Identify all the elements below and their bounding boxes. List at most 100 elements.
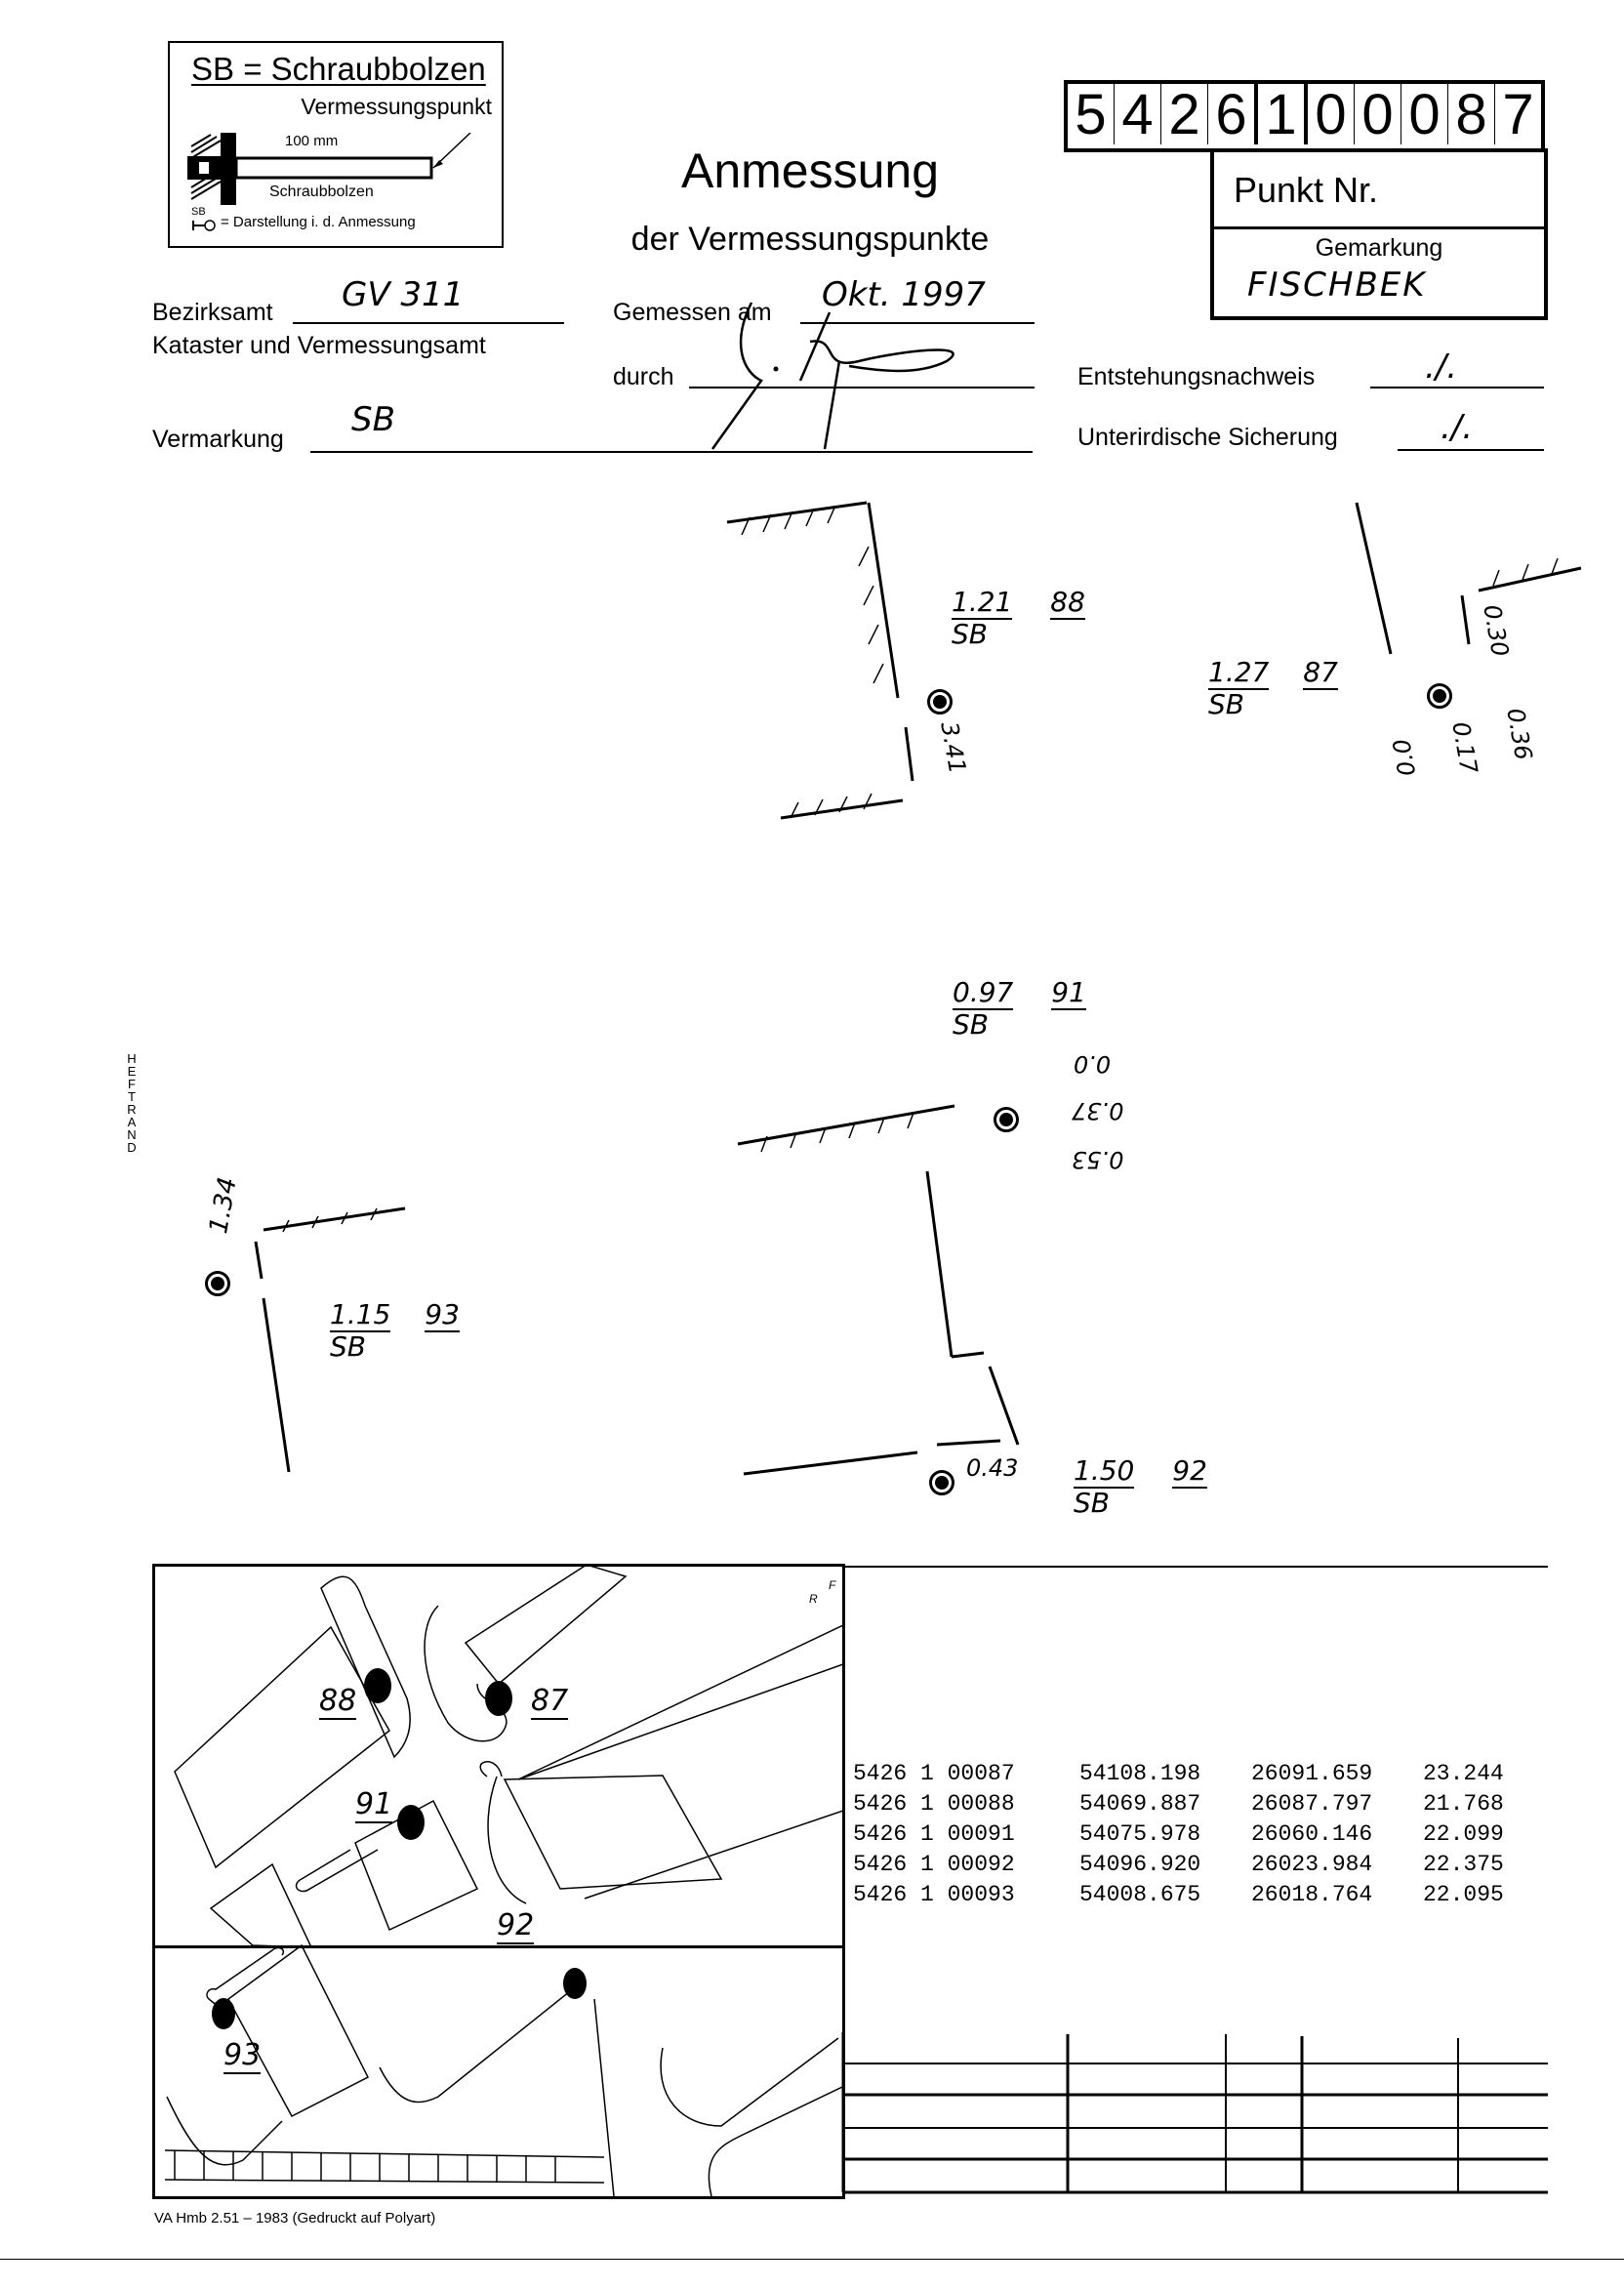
coordinate-row: 5426 1 00091 54075.978 26060.146 22.099 (853, 1819, 1530, 1850)
map-drawing (174, 1567, 842, 1945)
sketch-88-point: 88 (1050, 586, 1085, 620)
coord-x: 54108.198 (1079, 1761, 1201, 1786)
coord-y: 26023.984 (1251, 1852, 1373, 1877)
coord-x: 54069.887 (1079, 1791, 1201, 1817)
sicherung-line (1398, 449, 1544, 451)
punkt-digit: 0 (1401, 84, 1448, 146)
sketch-93-point: 93 (425, 1298, 460, 1332)
punkt-digit: 5 (1068, 84, 1115, 146)
coordinate-row: 5426 1 00087 54108.198 26091.659 23.244 (853, 1759, 1530, 1789)
coord-h: 21.768 (1423, 1791, 1504, 1817)
sketch-91-point: 91 (1051, 976, 1086, 1010)
sketch-87-type: SB (1208, 688, 1244, 720)
sketch-drawings (254, 501, 1582, 1476)
gemarkung-label: Gemarkung (1315, 234, 1443, 262)
durch-line (689, 387, 1035, 388)
sketch-92-distance: 0.43 (966, 1454, 1019, 1482)
entstehung-line (1370, 387, 1544, 388)
cadastral-map-lower: 93 (152, 1941, 845, 2199)
coord-y: 26087.797 (1251, 1791, 1373, 1817)
map-label-88: 88 (319, 1684, 357, 1720)
bolt-diagram-icon (187, 133, 471, 205)
coord-h: 22.375 (1423, 1852, 1504, 1877)
legend-bolt-label: Schraubbolzen (269, 184, 374, 200)
coord-id: 5426 1 00092 (853, 1852, 1015, 1877)
divider (1214, 226, 1544, 229)
vermarkung-label: Vermarkung (152, 426, 284, 453)
sketch-92-height: 1.50 (1074, 1454, 1135, 1489)
divider (845, 1566, 1548, 1568)
coord-x: 54008.675 (1079, 1882, 1201, 1907)
sketch-87-point: 87 (1303, 656, 1338, 690)
sb-marker-93 (205, 1271, 230, 1296)
coordinate-list: 5426 1 00087 54108.198 26091.659 23.244 … (853, 1759, 1530, 1910)
bezirksamt-label: Bezirksamt (152, 299, 273, 326)
map-label-92: 92 (497, 1908, 535, 1944)
sb-symbol-icon (192, 220, 216, 231)
legend-box: SB = Schraubbolzen Vermessungspunkt 100 … (168, 41, 504, 248)
legend-dimension: 100 mm (285, 133, 339, 149)
punkt-digit: 0 (1308, 84, 1355, 146)
vermarkung-line (310, 451, 1033, 453)
vermarkung-value: SB (351, 400, 395, 439)
punkt-digit: 6 (1208, 84, 1258, 146)
bezirksamt-value: GV 311 (342, 275, 465, 314)
coordinate-row: 5426 1 00088 54069.887 26087.797 21.768 (853, 1789, 1530, 1819)
punkt-digit: 8 (1448, 84, 1495, 146)
punkt-digit: 2 (1161, 84, 1208, 146)
map-corner-r: R (809, 1592, 818, 1606)
gemarkung-value: FISCHBEK (1247, 266, 1427, 305)
punkt-info-box: Punkt Nr. Gemarkung FISCHBEK (1210, 148, 1548, 320)
gemessen-value: Okt. 1997 (822, 275, 986, 314)
legend-symbol-abbr: SB (191, 206, 206, 218)
sketch-91-annotation: 0.97 91 SB (953, 976, 1086, 1041)
map-label-87: 87 (531, 1684, 569, 1720)
page-bottom-line (0, 2259, 1624, 2260)
sb-marker-88 (927, 689, 953, 715)
punkt-digit: 4 (1115, 84, 1161, 146)
entstehung-value: ./. (1425, 347, 1458, 387)
sicherung-label: Unterirdische Sicherung (1077, 424, 1338, 451)
coord-id: 5426 1 00088 (853, 1791, 1015, 1817)
sketch-88-height: 1.21 (952, 586, 1013, 620)
legend-symbol-meaning: = Darstellung i. d. Anmessung (221, 214, 416, 230)
coord-x: 54096.920 (1079, 1852, 1201, 1877)
bezirksamt-line (293, 322, 564, 324)
coord-h: 22.099 (1423, 1821, 1504, 1847)
coordinate-row: 5426 1 00092 54096.920 26023.984 22.375 (853, 1850, 1530, 1880)
form-footer: VA Hmb 2.51 – 1983 (Gedruckt auf Polyart… (154, 2210, 436, 2227)
sketch-87-annotation: 1.27 87 SB (1208, 656, 1338, 720)
punkt-digit: 0 (1355, 84, 1401, 146)
legend-subtitle: Vermessungspunkt (301, 94, 492, 119)
punkt-digit: 1 (1258, 84, 1308, 146)
sicherung-value: ./. (1441, 408, 1474, 447)
page-subtitle: der Vermessungspunkte (630, 221, 990, 258)
sketch-93-type: SB (330, 1330, 366, 1363)
coord-y: 26091.659 (1251, 1761, 1373, 1786)
map-label-93: 93 (223, 2038, 262, 2074)
sketch-91-height: 0.97 (953, 976, 1014, 1010)
signature-icon (710, 302, 954, 450)
coord-id: 5426 1 00091 (853, 1821, 1015, 1847)
map-drawing-lower (164, 1943, 842, 2196)
sketch-93-annotation: 1.15 93 SB (330, 1298, 460, 1363)
coord-x: 54075.978 (1079, 1821, 1201, 1847)
punkt-digit: 7 (1502, 83, 1534, 146)
coord-id: 5426 1 00093 (853, 1882, 1015, 1907)
sketch-87-height: 1.27 (1208, 656, 1270, 690)
page-title: Anmessung (680, 143, 940, 198)
legend-title: SB = Schraubbolzen (191, 51, 486, 87)
sb-marker-91 (994, 1107, 1019, 1132)
map-corner-f: F (829, 1578, 836, 1592)
sketch-88-type: SB (952, 618, 988, 650)
sketch-91-type: SB (953, 1008, 989, 1041)
sketch-93-height: 1.15 (330, 1298, 391, 1332)
sketch-91-distance: 0.37 (1072, 1097, 1124, 1124)
coord-id: 5426 1 00087 (853, 1761, 1015, 1786)
coord-h: 23.244 (1423, 1761, 1504, 1786)
sb-marker-92 (929, 1470, 954, 1495)
sketch-88-annotation: 1.21 88 SB (952, 586, 1085, 650)
gemessen-line (800, 322, 1035, 324)
entstehung-label: Entstehungsnachweis (1077, 363, 1316, 390)
blank-table (841, 2032, 1548, 2194)
